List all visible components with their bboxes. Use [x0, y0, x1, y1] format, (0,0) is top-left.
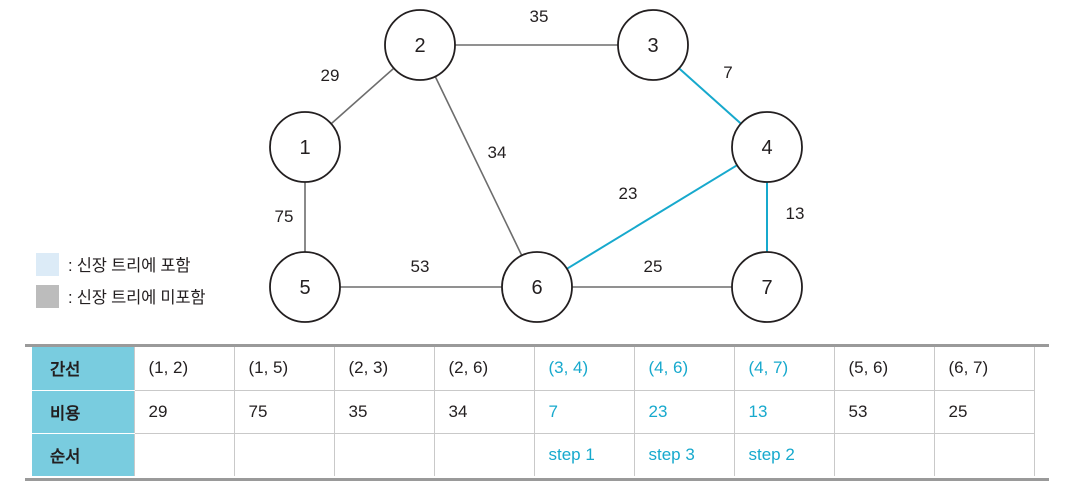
table-cell-cost-7: 13: [733, 389, 835, 434]
table-cell-order-3: [333, 432, 435, 476]
table-cell-cost-2: 75: [233, 389, 335, 434]
edge-table-body: 간선(1, 2)(1, 5)(2, 3)(2, 6)(3, 4)(4, 6)(4…: [32, 347, 1035, 476]
table-cell-edge-6: (4, 6): [633, 347, 735, 391]
table-cell-order-4: [433, 432, 535, 476]
edge-cost-table: 간선(1, 2)(1, 5)(2, 3)(2, 6)(3, 4)(4, 6)(4…: [32, 347, 1035, 476]
table-cell-edge-9: (6, 7): [933, 347, 1035, 391]
table-cell-cost-8: 53: [833, 389, 935, 434]
table-cell-edge-3: (2, 3): [333, 347, 435, 391]
edge-weight-5-6: 53: [411, 257, 430, 276]
graph-node-label-3: 3: [647, 35, 658, 57]
graph-edge-3-4: [678, 67, 742, 125]
legend-item-included: : 신장 트리에 포함: [36, 248, 205, 280]
edge-weight-6-7: 25: [644, 257, 663, 276]
table-rowheader-cost: 비용: [32, 389, 134, 434]
graph-node-label-2: 2: [414, 35, 425, 57]
legend-swatch-included: [36, 252, 59, 276]
table-cell-cost-6: 23: [633, 389, 735, 434]
graph-node-label-5: 5: [299, 277, 310, 299]
table-rowheader-order: 순서: [32, 432, 134, 476]
graph-node-1: [269, 111, 341, 183]
legend: : 신장 트리에 포함 : 신장 트리에 미포함: [36, 248, 206, 312]
legend-swatch-excluded: [36, 284, 59, 308]
table-cell-edge-8: (5, 6): [833, 347, 935, 391]
table-cell-edge-1: (1, 2): [133, 347, 235, 391]
graph-node-6: [501, 251, 573, 323]
table-cell-cost-9: 25: [933, 389, 1035, 434]
table-cell-cost-1: 29: [133, 389, 235, 434]
table-cell-order-5: step 1: [533, 432, 635, 476]
table-rowheader-edge: 간선: [32, 347, 134, 391]
table-cell-edge-2: (1, 5): [233, 347, 335, 391]
edge-weight-2-6: 34: [488, 143, 507, 162]
table-cell-order-9: [933, 432, 1035, 476]
graph-node-4: [731, 111, 803, 183]
graph-edge-2-6: [434, 76, 523, 256]
table-cell-order-8: [833, 432, 935, 476]
edge-weight-1-2: 29: [321, 66, 340, 85]
graph-node-label-6: 6: [531, 277, 542, 299]
graph-edge-1-2: [330, 67, 395, 125]
graph-node-2: [384, 9, 456, 81]
graph-node-label-4: 4: [761, 137, 772, 159]
table-cell-order-1: [133, 432, 235, 476]
edge-weight-1-5: 75: [275, 207, 294, 226]
table-cell-cost-3: 35: [333, 389, 435, 434]
table-row-edge: 간선(1, 2)(1, 5)(2, 3)(2, 6)(3, 4)(4, 6)(4…: [32, 347, 1035, 391]
legend-label-excluded: : 신장 트리에 미포함: [68, 289, 206, 307]
edge-weight-2-3: 35: [530, 7, 549, 26]
graph-node-7: [731, 251, 803, 323]
graph-node-label-1: 1: [299, 137, 310, 159]
graph-node-label-7: 7: [761, 277, 772, 299]
graph-node-3: [617, 9, 689, 81]
legend-item-excluded: : 신장 트리에 미포함: [36, 280, 206, 312]
table-cell-order-2: [233, 432, 335, 476]
table-cell-edge-5: (3, 4): [533, 347, 635, 391]
edge-weight-4-7: 13: [786, 204, 805, 223]
table-cell-edge-7: (4, 7): [733, 347, 835, 391]
table-cell-cost-4: 34: [433, 389, 535, 434]
table-bottom-rule: [25, 478, 1049, 481]
table-cell-order-6: step 3: [633, 432, 735, 476]
table-cell-cost-5: 7: [533, 389, 635, 434]
legend-label-included: : 신장 트리에 포함: [68, 257, 191, 275]
table-top-rule: [25, 344, 1049, 347]
table-cell-order-7: step 2: [733, 432, 835, 476]
table-cell-edge-4: (2, 6): [433, 347, 535, 391]
graph-node-5: [269, 251, 341, 323]
edge-weight-3-4: 7: [723, 63, 732, 82]
graph-edge-4-6: [566, 164, 738, 270]
edge-weight-4-6: 23: [619, 184, 638, 203]
